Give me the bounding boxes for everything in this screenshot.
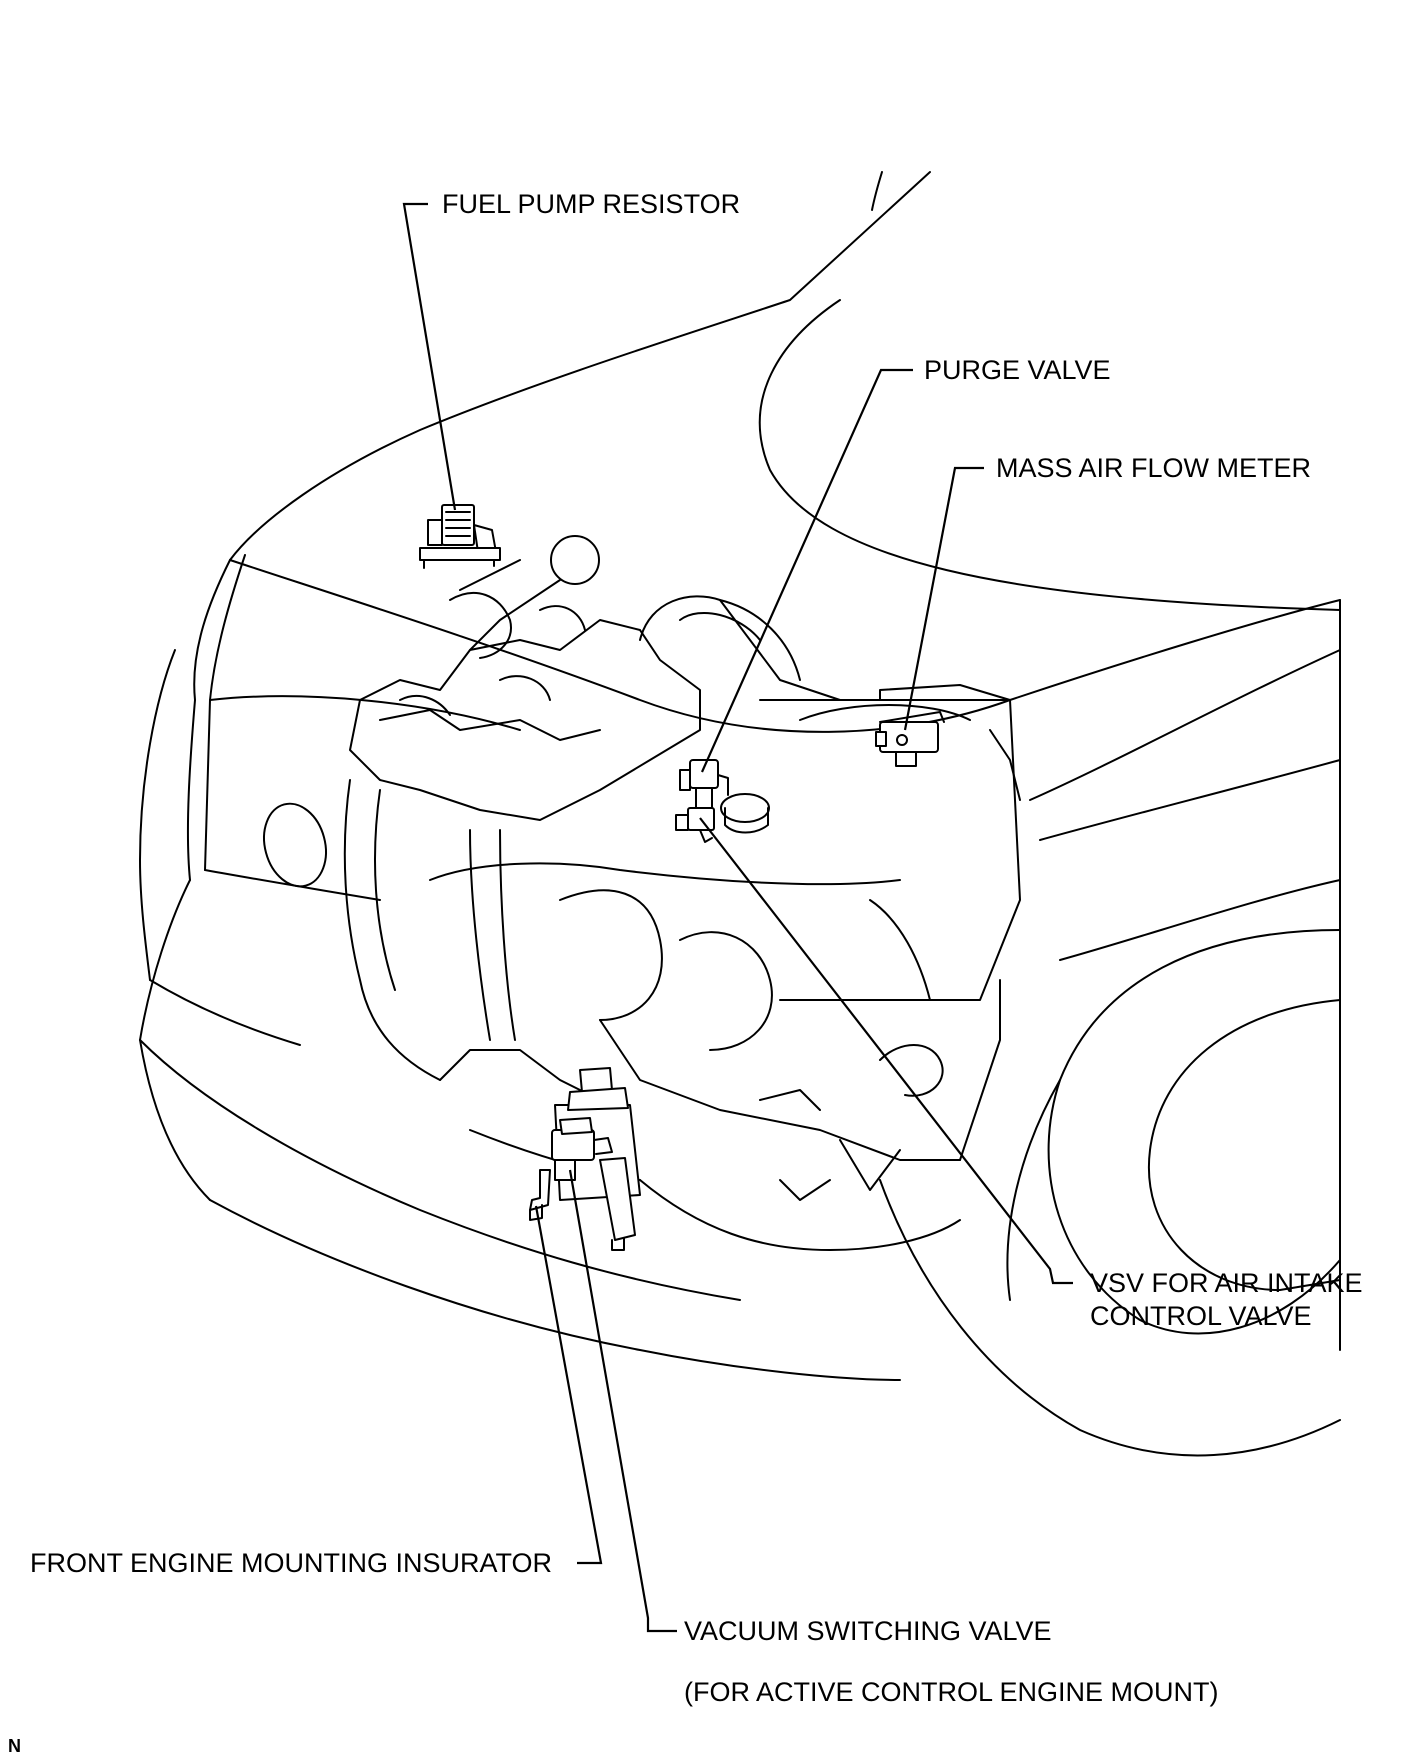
label-front-engine-mounting: FRONT ENGINE MOUNTING INSURATOR xyxy=(30,1548,552,1578)
vehicle-body-outline xyxy=(139,171,1341,1457)
leader-fuel-pump-resistor xyxy=(402,202,457,511)
leader-purge-valve xyxy=(700,368,913,773)
vacuum-switching-valve-part xyxy=(551,1117,613,1181)
figure-code: N xyxy=(8,1736,21,1756)
leader-front-engine-mounting xyxy=(534,1205,603,1565)
front-engine-mounting-part xyxy=(529,1067,641,1251)
engine-assembly xyxy=(343,535,1021,1251)
label-vsv-line1: VSV FOR AIR INTAKE xyxy=(1090,1268,1363,1298)
leader-vacuum-switching-valve xyxy=(568,1169,677,1633)
label-fuel-pump-resistor: FUEL PUMP RESISTOR xyxy=(442,189,740,219)
purge-valve-part xyxy=(679,759,729,809)
label-mass-air-flow-meter: MASS AIR FLOW METER xyxy=(996,453,1311,483)
mass-air-flow-meter-part xyxy=(875,711,945,767)
vsv-air-intake-part xyxy=(675,807,715,843)
label-vsv-line2: CONTROL VALVE xyxy=(1090,1301,1312,1331)
leader-lines xyxy=(402,202,1073,1633)
label-purge-valve: PURGE VALVE xyxy=(924,355,1111,385)
leader-vsv-air-intake xyxy=(699,817,1073,1285)
leader-mass-air-flow-meter xyxy=(903,466,984,731)
label-vacuum-switching-note: (FOR ACTIVE CONTROL ENGINE MOUNT) xyxy=(684,1677,1219,1707)
label-vacuum-switching-valve: VACUUM SWITCHING VALVE xyxy=(684,1616,1052,1646)
fuel-pump-resistor-part xyxy=(419,504,501,569)
